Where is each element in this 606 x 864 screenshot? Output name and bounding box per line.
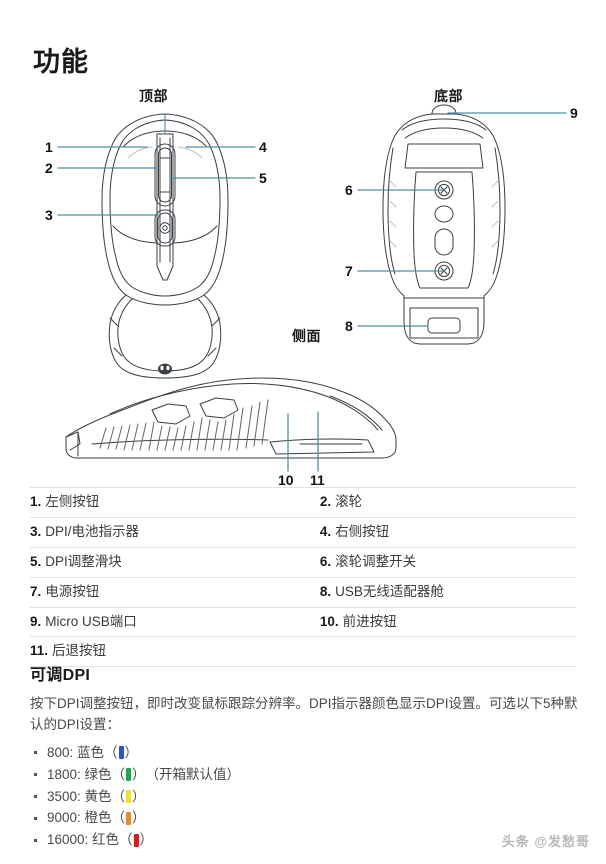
dpi-item-text: 16000: 红色（ (47, 832, 133, 848)
dpi-color-swatch (126, 811, 132, 825)
feature-label: Micro USB端口 (45, 613, 137, 629)
mouse-side-view-drawing (65, 377, 397, 459)
feature-label: 滚轮调整开关 (335, 553, 417, 569)
feature-label: 前进按钮 (342, 613, 397, 629)
bullet-icon (34, 816, 37, 820)
dpi-item-text: 9000: 橙色（ (47, 810, 126, 826)
feature-cell: 8.USB无线适配器舱 (319, 577, 576, 608)
leader-lines-top (57, 146, 256, 216)
feature-label: DPI/电池指示器 (45, 523, 140, 539)
callout-6: 6 (345, 182, 353, 198)
dpi-color-swatch (126, 789, 132, 803)
callout-8: 8 (345, 318, 353, 334)
callout-2: 2 (45, 160, 53, 176)
feature-index: 10. (319, 613, 339, 629)
bullet-icon (34, 773, 37, 777)
table-row: 7.电源按钮 8.USB无线适配器舱 (30, 577, 576, 608)
feature-cell: 4.右侧按钮 (319, 517, 576, 548)
feature-label: 左侧按钮 (45, 494, 100, 509)
mouse-top-view-drawing (101, 113, 229, 379)
feature-index: 9. (30, 613, 42, 629)
list-item: 1800: 绿色（ ） （开箱默认值） (30, 764, 582, 786)
table-row: 11.后退按钮 (30, 636, 576, 668)
watermark: 头条 @发愁哥 (501, 834, 590, 849)
callout-1: 1 (45, 139, 53, 155)
dpi-color-swatch (126, 768, 132, 782)
list-item: 3500: 黄色（ ） (30, 786, 582, 808)
table-row: 1.左侧按钮 2.滚轮 (30, 487, 576, 518)
feature-cell: 5.DPI调整滑块 (30, 547, 320, 578)
dpi-item-text: 1800: 绿色（ (47, 766, 126, 782)
feature-index: 2. (319, 494, 332, 509)
feature-cell: 11.后退按钮 (30, 636, 320, 668)
callout-10: 10 (278, 472, 294, 488)
feature-label: USB无线适配器舱 (335, 583, 444, 599)
bullet-icon (34, 751, 37, 755)
list-item: 800: 蓝色（ ） (30, 742, 582, 764)
list-item: 9000: 橙色（ ） (30, 807, 582, 829)
bullet-icon (34, 794, 37, 798)
callout-7: 7 (345, 263, 353, 279)
feature-cell: 2.滚轮 (319, 487, 576, 518)
bullet-icon (34, 838, 37, 842)
callout-3: 3 (45, 207, 53, 223)
table-row: 9.Micro USB端口 10.前进按钮 (30, 607, 576, 638)
callout-5: 5 (259, 170, 267, 186)
dpi-section-title: 可调DPI (30, 667, 91, 684)
leader-lines-side (287, 411, 319, 472)
caption-bottom-view: 底部 (434, 88, 463, 104)
feature-label: 滚轮 (335, 494, 363, 509)
list-item: 16000: 红色（ ） (30, 829, 582, 851)
feature-index: 1. (30, 494, 42, 509)
feature-cell: 9.Micro USB端口 (30, 607, 320, 638)
feature-cell-empty (319, 636, 576, 668)
callout-4: 4 (259, 139, 267, 155)
dpi-item-text: 3500: 黄色（ (47, 788, 126, 804)
feature-index: 6. (319, 553, 332, 569)
dpi-item-text: 800: 蓝色（ (47, 744, 118, 760)
feature-cell: 6.滚轮调整开关 (319, 547, 576, 578)
feature-index: 4. (319, 523, 332, 539)
caption-top-view: 顶部 (139, 88, 168, 104)
dpi-color-swatch (133, 833, 139, 847)
dpi-description: 按下DPI调整按钮，即时改变鼠标跟踪分辨率。DPI指示器颜色显示DPI设置。可选… (30, 696, 578, 732)
callout-9: 9 (570, 105, 578, 121)
feature-index: 7. (30, 583, 42, 599)
dpi-item-text-after: ） (132, 810, 146, 826)
feature-label: 电源按钮 (45, 583, 100, 599)
leader-lines-bottom (357, 112, 567, 327)
mouse-diagrams-svg (57, 104, 567, 472)
feature-cell: 7.电源按钮 (30, 577, 320, 608)
feature-index: 5. (30, 553, 42, 569)
dpi-item-text-after: ） (132, 788, 146, 804)
table-row: 3.DPI/电池指示器 4.右侧按钮 (30, 517, 576, 548)
caption-side-view: 侧面 (292, 328, 321, 344)
table-row: 5.DPI调整滑块 6.滚轮调整开关 (30, 547, 576, 578)
feature-index: 11. (30, 643, 49, 659)
diagram-section: 顶部 底部 侧面 (0, 86, 606, 488)
dpi-color-swatch (118, 746, 124, 760)
feature-label: 右侧按钮 (335, 523, 390, 539)
feature-list-table: 1.左侧按钮 2.滚轮 3.DPI/电池指示器 4.右侧按钮 5.DPI调整滑块… (30, 487, 576, 668)
feature-index: 8. (319, 583, 332, 599)
feature-index: 3. (30, 523, 42, 539)
page-title: 功能 (33, 47, 89, 77)
dpi-section: 可调DPI 按下DPI调整按钮，即时改变鼠标跟踪分辨率。DPI指示器颜色显示DP… (30, 661, 582, 851)
feature-label: 后退按钮 (52, 643, 107, 659)
feature-label: DPI调整滑块 (45, 553, 122, 569)
dpi-item-note: （开箱默认值） (145, 766, 241, 782)
feature-cell: 3.DPI/电池指示器 (30, 517, 320, 548)
feature-cell: 1.左侧按钮 (30, 487, 320, 518)
feature-cell: 10.前进按钮 (319, 607, 576, 638)
callout-11: 11 (310, 472, 325, 488)
dpi-item-text-after: ） (124, 744, 139, 760)
mouse-bottom-view-drawing (382, 104, 506, 345)
dpi-item-text-after: ） (132, 766, 146, 782)
dpi-preset-list: 800: 蓝色（ ） 1800: 绿色（ ） （开箱默认值） 3500: 黄色（… (30, 742, 582, 851)
dpi-item-text-after: ） (139, 832, 154, 848)
